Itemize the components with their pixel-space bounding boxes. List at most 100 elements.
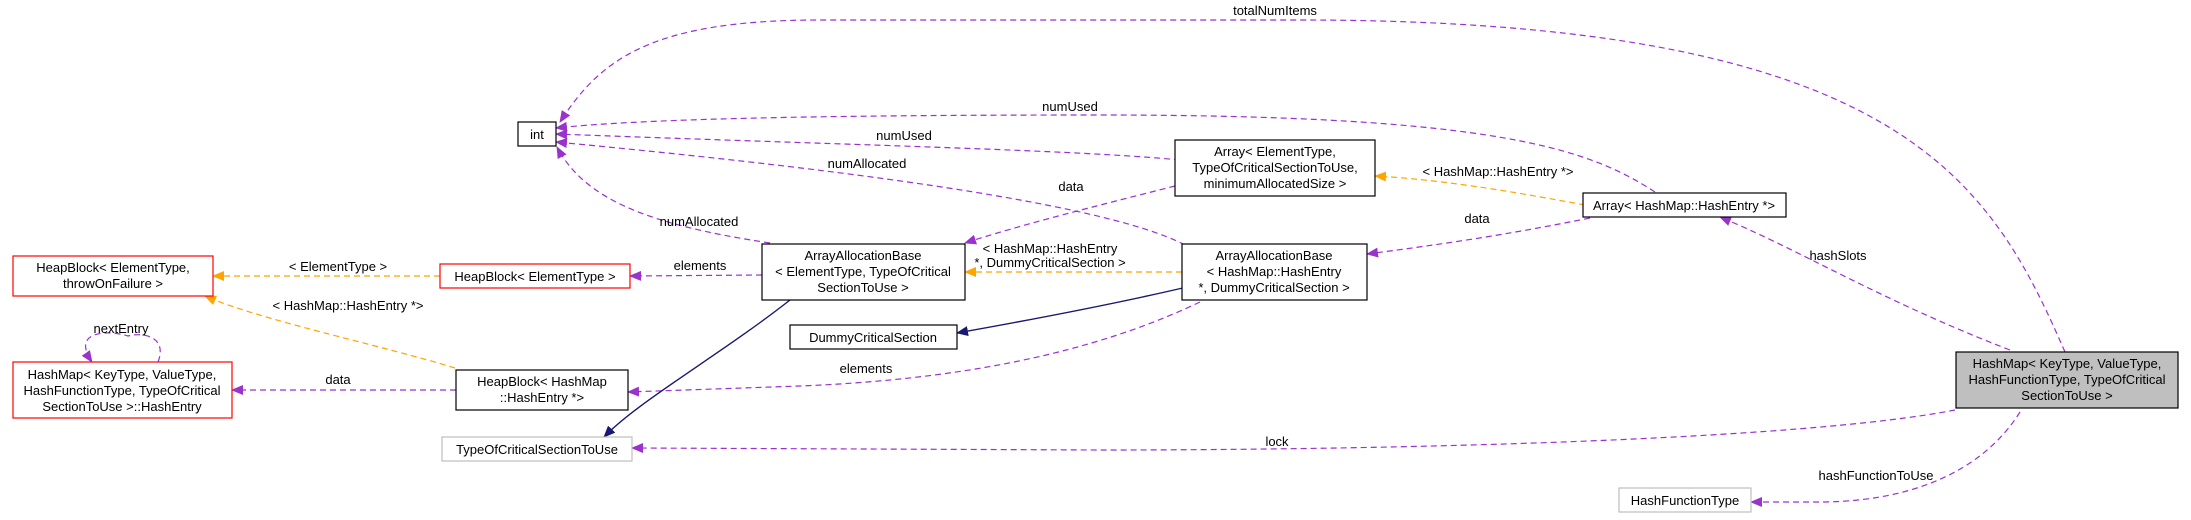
edge-label-numused-mid: numUsed [876, 128, 932, 143]
node-hashmap-label: HashMap< KeyType, ValueType,HashFunction… [1968, 356, 2165, 403]
text-line: elements [840, 361, 893, 376]
edge-elements-top [629, 270, 763, 281]
edge-template-array [1374, 171, 1586, 206]
nodes: int HeapBlock< ElementType,throwOnFailur… [12, 121, 2179, 513]
edge-lock [631, 409, 1956, 454]
text-line: HeapBlock< ElementType, [36, 260, 190, 275]
edge-nextentry [81, 332, 161, 363]
node-heapblock-elementtype-throwonfailure[interactable]: HeapBlock< ElementType,throwOnFailure > [12, 255, 214, 297]
text-line: hashSlots [1809, 248, 1867, 263]
text-line: SectionToUse >::HashEntry [42, 399, 202, 414]
text-line: < HashMap::HashEntry *> [1422, 164, 1573, 179]
text-line: elements [674, 258, 727, 273]
text-line: TypeOfCriticalSectionToUse, [1192, 160, 1357, 175]
text-line: HashFunctionType, TypeOfCritical [1968, 372, 2165, 387]
text-line: HashMap< KeyType, ValueType, [28, 367, 217, 382]
node-hashfunctiontype[interactable]: HashFunctionType [1618, 487, 1752, 513]
edge-label-template-arrayalloc: < HashMap::HashEntry*, DummyCriticalSect… [974, 241, 1125, 270]
edge-inherit-dummycs [956, 286, 1188, 336]
text-line: numAllocated [660, 214, 739, 229]
edge-inherit-typeofcs [603, 299, 791, 438]
edge-label-data-array: data [1058, 179, 1084, 194]
text-line: numAllocated [828, 156, 907, 171]
edge-hashfunctiontouse [1750, 411, 2021, 507]
node-arrayallocationbase-hashmap[interactable]: ArrayAllocationBase< HashMap::HashEntry*… [1181, 243, 1368, 301]
edge-label-template-array: < HashMap::HashEntry *> [1422, 164, 1573, 179]
text-line: numUsed [1042, 99, 1098, 114]
text-line: int [530, 127, 544, 142]
text-line: data [1058, 179, 1084, 194]
edge-label-data-hash: data [1464, 211, 1490, 226]
text-line: HashFunctionType, TypeOfCritical [23, 383, 220, 398]
edge-numallocated-mid [555, 138, 1186, 246]
text-line: throwOnFailure > [63, 276, 163, 291]
node-array-hashmap-hashentry-label: Array< HashMap::HashEntry *> [1593, 198, 1775, 213]
edge-label-lock: lock [1265, 434, 1289, 449]
text-line: numUsed [876, 128, 932, 143]
edge-elements-bottom [627, 301, 1201, 397]
edge-label-numallocated-left: numAllocated [660, 214, 739, 229]
edge-label-data-left: data [325, 372, 351, 387]
edge-label-template-heapblock-elem: < ElementType > [289, 259, 387, 274]
node-arrayallocationbase-hashmap-label: ArrayAllocationBase< HashMap::HashEntry*… [1198, 248, 1349, 295]
edge-label-numallocated-mid: numAllocated [828, 156, 907, 171]
node-typeofcriticalsectiontouse[interactable]: TypeOfCriticalSectionToUse [441, 436, 633, 462]
node-arrayallocationbase-elementtype[interactable]: ArrayAllocationBase< ElementType, TypeOf… [761, 243, 966, 301]
text-line: TypeOfCriticalSectionToUse [456, 442, 618, 457]
text-line: < ElementType > [289, 259, 387, 274]
text-line: HeapBlock< HashMap [477, 374, 607, 389]
text-line: totalNumItems [1233, 3, 1317, 18]
node-heapblock-hashmap-hashentry-label: HeapBlock< HashMap::HashEntry *> [477, 374, 607, 405]
text-line: *, DummyCriticalSection > [974, 255, 1125, 270]
edge-totalnumitems [559, 19, 2066, 353]
text-line: DummyCriticalSection [809, 330, 937, 345]
text-line: < HashMap::HashEntry [1207, 264, 1342, 279]
edge-label-totalnumitems: totalNumItems [1233, 3, 1317, 18]
node-hashmap-hashentry-label: HashMap< KeyType, ValueType,HashFunction… [23, 367, 220, 414]
node-heapblock-elementtype[interactable]: HeapBlock< ElementType > [439, 263, 631, 289]
node-hashmap[interactable]: HashMap< KeyType, ValueType,HashFunction… [1955, 351, 2179, 409]
edge-label-nextentry: nextEntry [94, 321, 149, 336]
node-arrayallocationbase-elementtype-label: ArrayAllocationBase< ElementType, TypeOf… [775, 248, 951, 295]
node-hashfunctiontype-label: HashFunctionType [1631, 493, 1739, 508]
text-line: < HashMap::HashEntry *> [272, 298, 423, 313]
node-hashmap-hashentry[interactable]: HashMap< KeyType, ValueType,HashFunction… [12, 361, 233, 419]
text-line: hashFunctionToUse [1819, 468, 1934, 483]
text-line: data [325, 372, 351, 387]
text-line: ArrayAllocationBase [804, 248, 921, 263]
node-int[interactable]: int [517, 121, 557, 147]
node-typeofcriticalsectiontouse-label: TypeOfCriticalSectionToUse [456, 442, 618, 457]
node-array-elementtype[interactable]: Array< ElementType,TypeOfCriticalSection… [1174, 139, 1376, 197]
edge-label-elements-top: elements [674, 258, 727, 273]
text-line: nextEntry [94, 321, 149, 336]
edges [81, 19, 2066, 507]
text-line: SectionToUse > [817, 280, 908, 295]
text-line: data [1464, 211, 1490, 226]
edge-data-hash [1366, 217, 1591, 258]
node-array-hashmap-hashentry[interactable]: Array< HashMap::HashEntry *> [1582, 192, 1787, 218]
text-line: Array< ElementType, [1214, 144, 1336, 159]
text-line: HashMap< KeyType, ValueType, [1973, 356, 2162, 371]
edge-numallocated-left [556, 146, 771, 244]
text-line: SectionToUse > [2021, 388, 2112, 403]
node-heapblock-hashmap-hashentry[interactable]: HeapBlock< HashMap::HashEntry *> [455, 369, 629, 411]
text-line: ::HashEntry *> [500, 390, 584, 405]
edge-label-numused-top: numUsed [1042, 99, 1098, 114]
edge-label-hashfunctiontouse: hashFunctionToUse [1819, 468, 1934, 483]
node-int-label: int [530, 127, 544, 142]
edge-numused-mid [555, 129, 1181, 161]
edge-label-elements-bottom: elements [840, 361, 893, 376]
edge-label-hashslots: hashSlots [1809, 248, 1867, 263]
text-line: HeapBlock< ElementType > [454, 269, 615, 284]
text-line: minimumAllocatedSize > [1204, 176, 1347, 191]
text-line: Array< HashMap::HashEntry *> [1593, 198, 1775, 213]
text-line: *, DummyCriticalSection > [1198, 280, 1349, 295]
node-dummycriticalsection-label: DummyCriticalSection [809, 330, 937, 345]
edge-hashslots [1719, 216, 2011, 351]
node-heapblock-elementtype-label: HeapBlock< ElementType > [454, 269, 615, 284]
node-heapblock-elementtype-throwonfailure-label: HeapBlock< ElementType,throwOnFailure > [36, 260, 190, 291]
edge-label-template-heapblock-hash: < HashMap::HashEntry *> [272, 298, 423, 313]
edge-data-array [964, 185, 1176, 245]
node-dummycriticalsection[interactable]: DummyCriticalSection [789, 324, 958, 350]
